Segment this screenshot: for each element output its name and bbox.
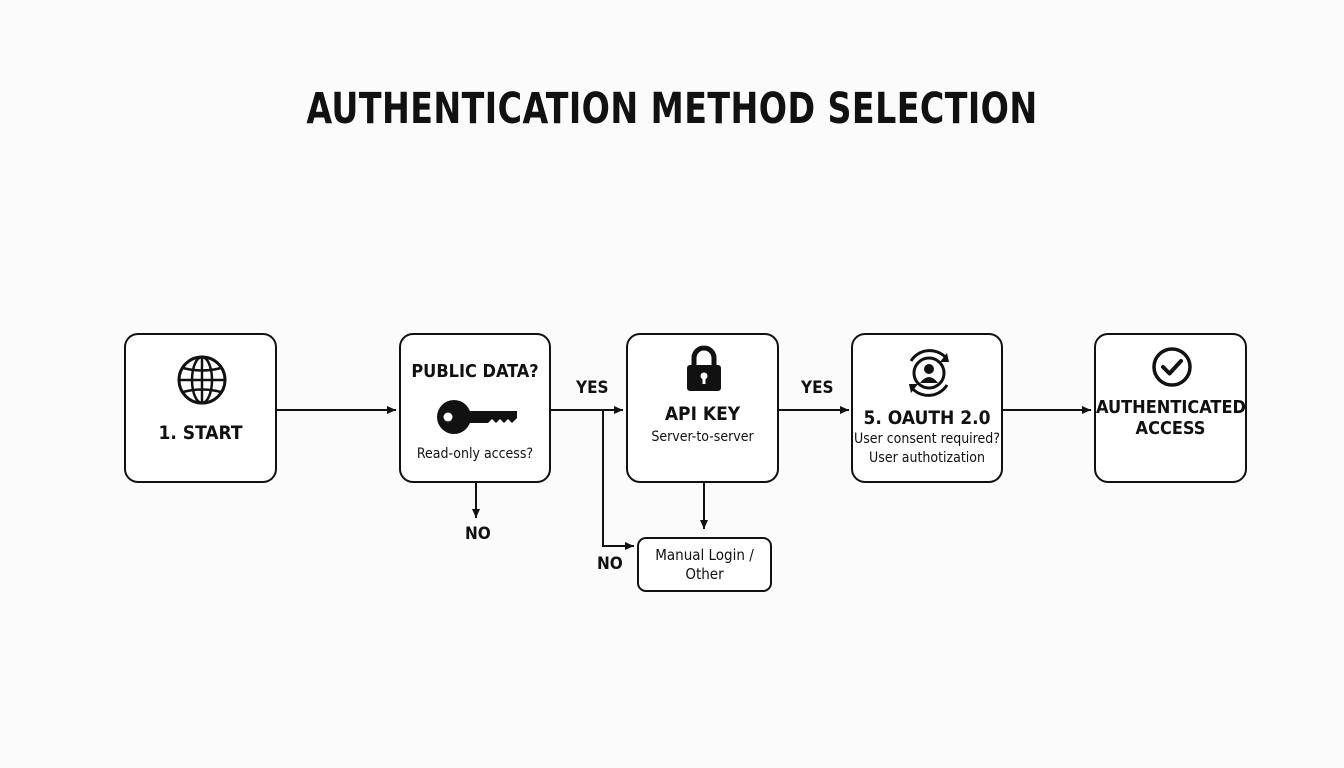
oauth-detail-2: User authotization [869,450,985,466]
api-key-node: API KEY Server-to-server [626,333,779,483]
diagram-title: AUTHENTICATION METHOD SELECTION [306,84,1038,134]
manual-label-1: Manual Login / [655,546,754,564]
authenticated-label-2: ACCESS [1135,418,1206,439]
authenticated-node: AUTHENTICATED ACCESS [1094,333,1247,483]
key-icon [437,400,517,434]
manual-login-node: Manual Login / Other [637,537,772,592]
start-label: 1. START [158,422,243,444]
public-data-detail: Read-only access? [416,446,534,462]
api-key-label: API KEY [664,403,741,425]
oauth-node: 5. OAUTH 2.0 User consent required? User… [851,333,1003,483]
public-data-label: PUBLIC DATA? [411,361,539,382]
arrow-split-to-manual [602,410,634,550]
oauth-detail-1: User consent required? [854,431,1000,447]
padlock-icon [687,345,721,391]
oauth-label: 5. OAUTH 2.0 [863,407,991,429]
public-data-node: PUBLIC DATA? Read-only access? [399,333,551,483]
checkmark-circle-icon [1152,347,1192,387]
api-key-detail: Server-to-server [651,429,754,445]
edge-label-yes-oauth: YES [801,378,834,398]
edge-label-yes-api-key: YES [576,378,609,398]
globe-icon [177,355,227,405]
edge-label-no-public: NO [465,524,491,544]
authenticated-label-1: AUTHENTICATED [1096,397,1246,418]
user-sync-icon [909,349,949,397]
edge-label-no-manual: NO [597,554,623,574]
start-node: 1. START [124,333,277,483]
manual-label-2: Other [685,565,724,583]
